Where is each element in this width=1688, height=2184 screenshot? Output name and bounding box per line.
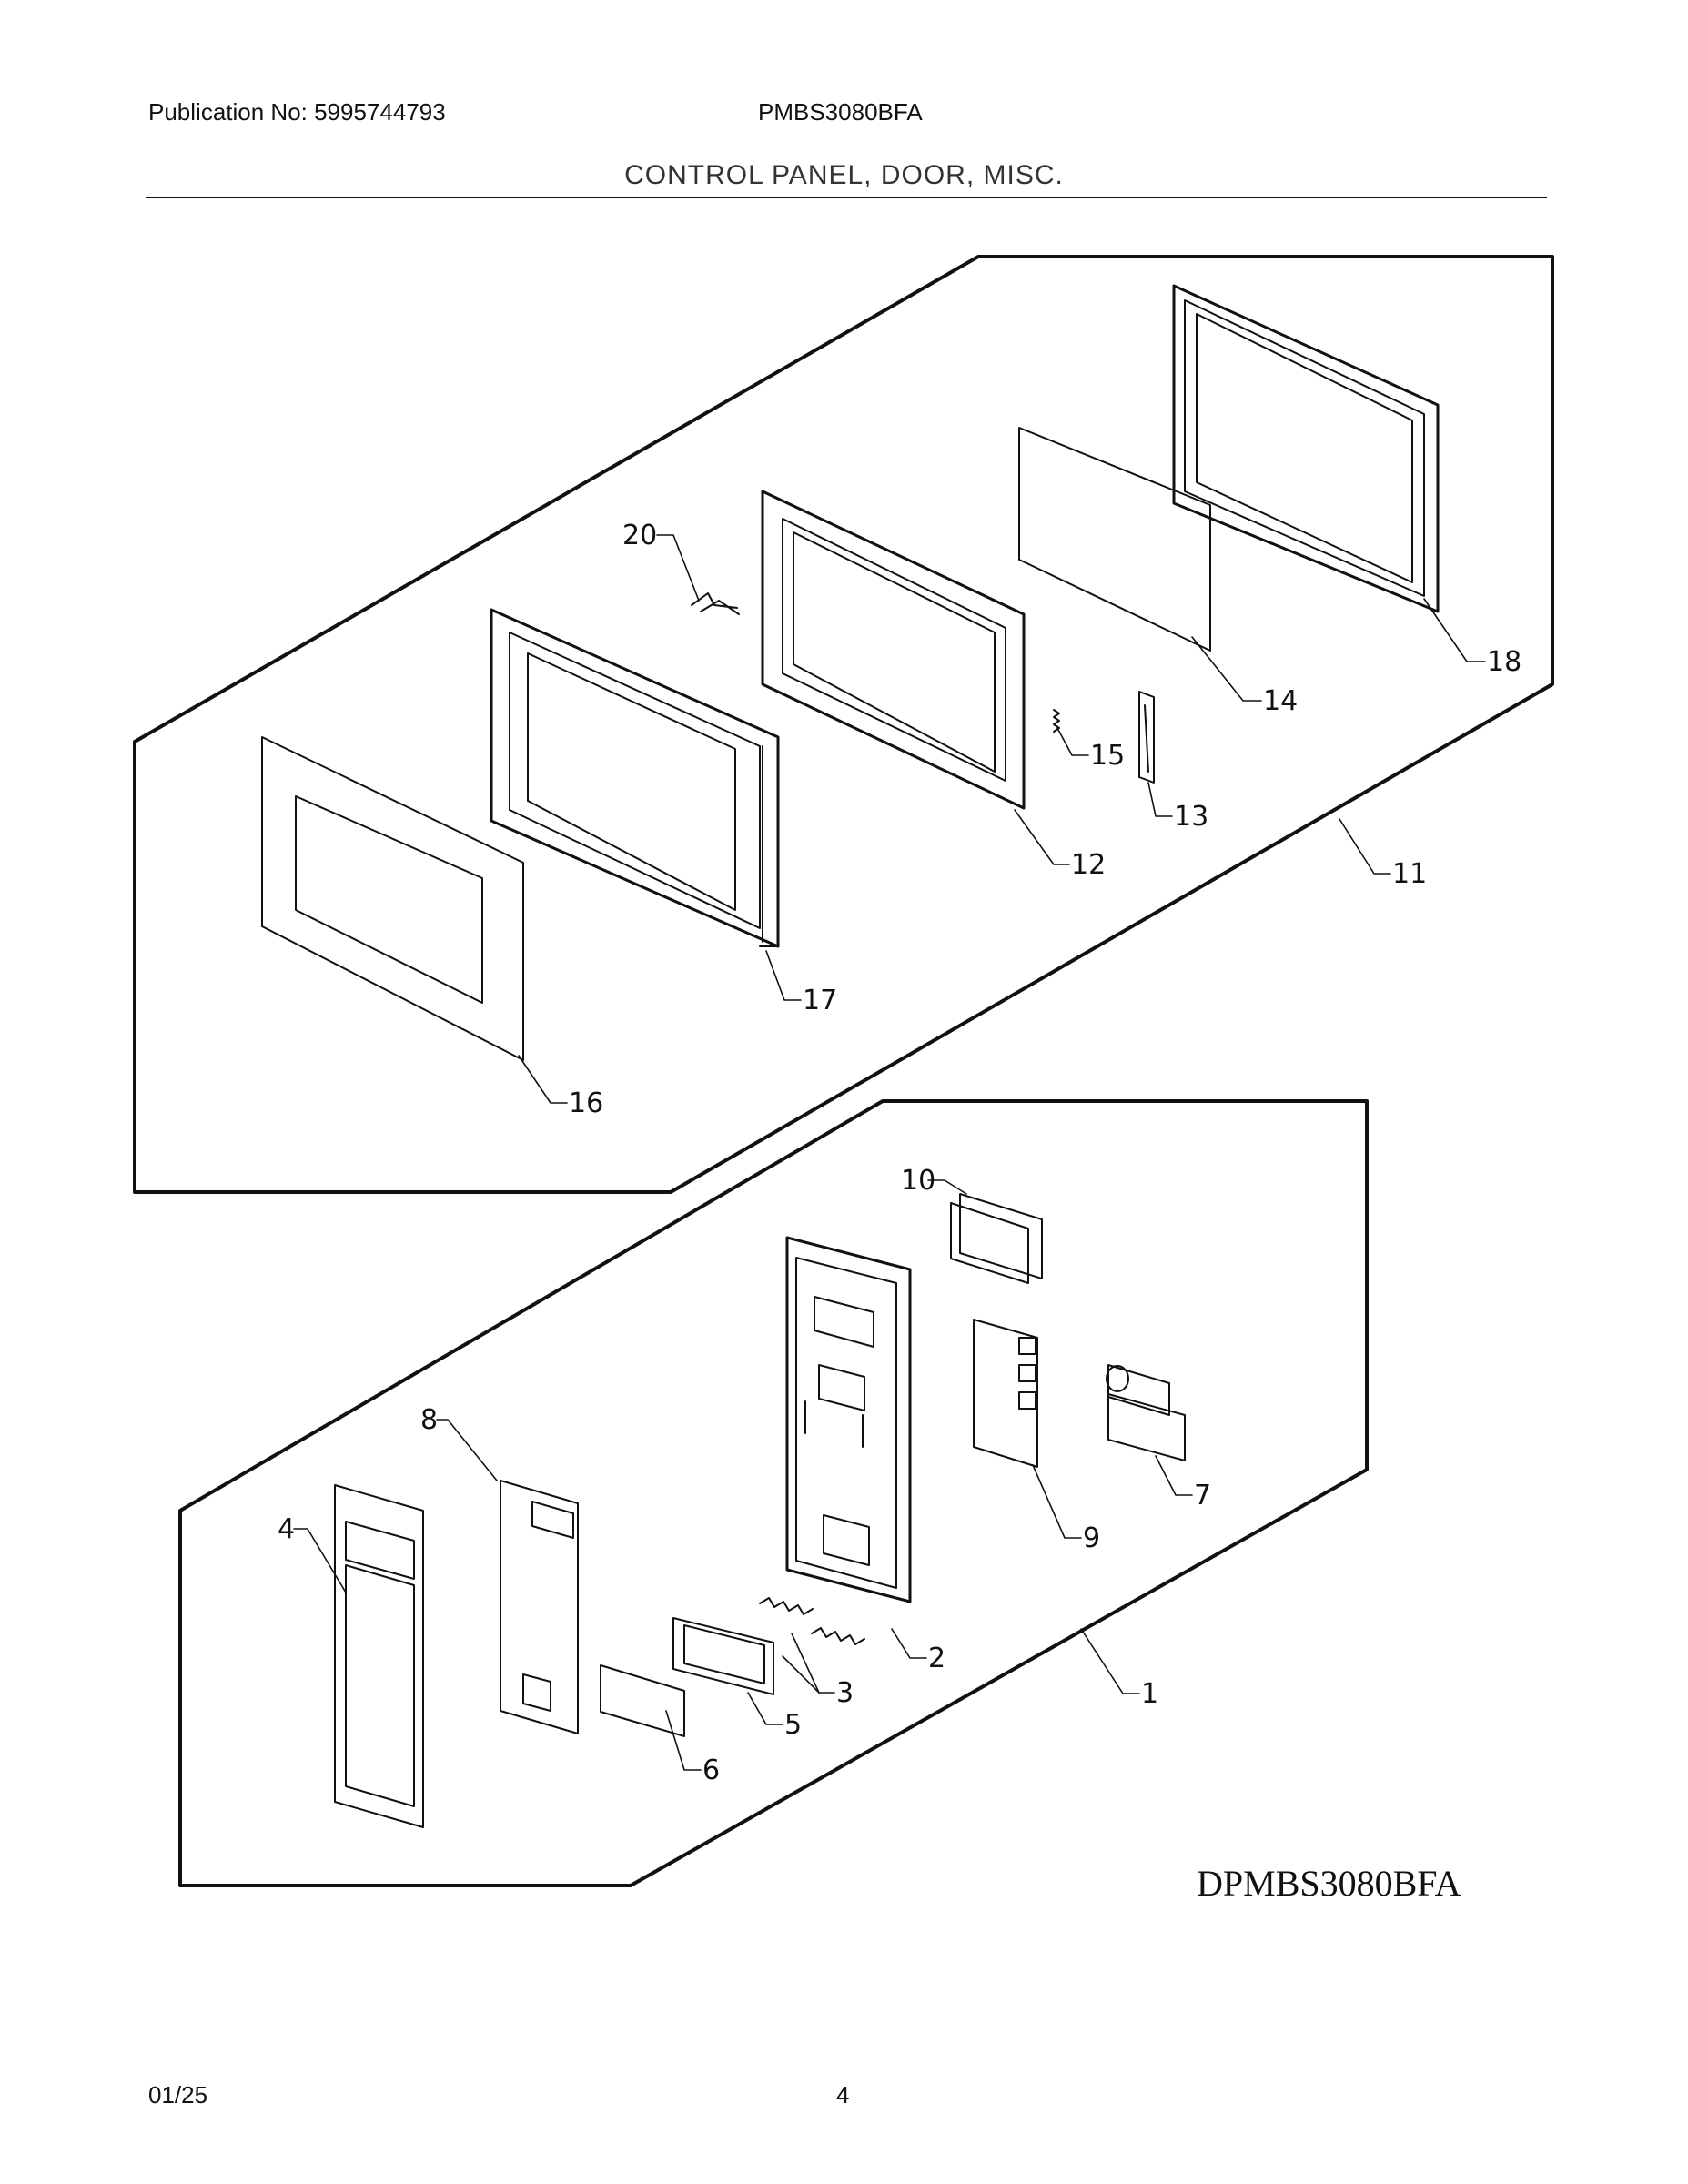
part-5-door-button xyxy=(672,1617,774,1695)
header-rule xyxy=(146,197,1547,198)
label-part-12: 12 xyxy=(1071,849,1106,881)
model-number: PMBS3080BFA xyxy=(758,98,923,126)
section-title: CONTROL PANEL, DOOR, MISC. xyxy=(624,160,1064,190)
part-10-display-module xyxy=(950,1193,1043,1284)
part-4-control-panel-overlay xyxy=(334,1484,424,1828)
part-7-motor-switch xyxy=(1106,1364,1186,1461)
part-9-control-board xyxy=(973,1319,1038,1468)
label-part-13: 13 xyxy=(1174,801,1208,833)
part-17-door-choke-frame xyxy=(490,608,780,948)
label-part-5: 5 xyxy=(784,1709,802,1741)
footer-date: 01/25 xyxy=(148,2081,208,2108)
label-part-17: 17 xyxy=(803,985,837,1016)
part-20-hinge-bracket xyxy=(691,592,740,615)
part-18-door-frame xyxy=(1172,284,1440,613)
part-3-spring-lower xyxy=(811,1627,865,1645)
part-14-glass-panel xyxy=(1018,427,1211,652)
label-part-7: 7 xyxy=(1194,1480,1211,1512)
label-part-18: 18 xyxy=(1487,646,1521,678)
label-part-14: 14 xyxy=(1263,685,1298,717)
label-part-1: 1 xyxy=(1141,1678,1158,1710)
label-part-6: 6 xyxy=(702,1754,720,1786)
label-part-10: 10 xyxy=(901,1165,935,1197)
publication-number: Publication No: 5995744793 xyxy=(148,98,446,126)
part-8-membrane-circuit xyxy=(500,1480,579,1734)
door-assembly-group-outline xyxy=(133,255,1554,1194)
label-part-20: 20 xyxy=(622,520,657,551)
label-part-2: 2 xyxy=(928,1643,945,1674)
leader-lines xyxy=(293,534,1486,1771)
page-number: 4 xyxy=(836,2081,850,2108)
part-3-spring-upper xyxy=(759,1597,814,1615)
control-panel-group-outline xyxy=(178,1099,1369,1887)
label-part-8: 8 xyxy=(420,1404,438,1436)
part-12-inner-door-panel xyxy=(761,490,1026,810)
label-part-4: 4 xyxy=(278,1513,295,1545)
part-6-button-plate xyxy=(600,1664,685,1737)
label-part-11: 11 xyxy=(1392,858,1427,890)
part-2-control-panel-frame xyxy=(785,1236,912,1603)
part-16-outer-door-glass xyxy=(261,736,524,1061)
part-15-spring xyxy=(1053,709,1060,733)
label-part-15: 15 xyxy=(1090,740,1125,772)
label-part-9: 9 xyxy=(1083,1522,1100,1554)
label-part-3: 3 xyxy=(836,1677,854,1709)
part-13-latch-hook xyxy=(1138,691,1155,784)
label-part-16: 16 xyxy=(569,1087,603,1119)
drawing-code: DPMBS3080BFA xyxy=(1197,1863,1461,1904)
